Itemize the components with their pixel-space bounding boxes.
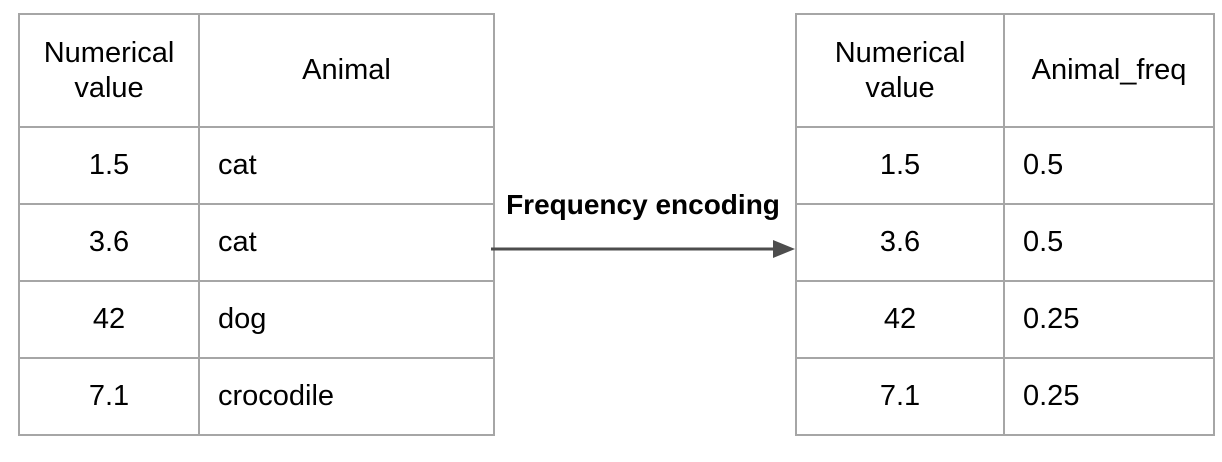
numerical-value-cell: 42 [795, 280, 1005, 359]
table-row: 7.1 crocodile [18, 357, 495, 436]
animal-cell: crocodile [198, 357, 495, 436]
animal-freq-cell: 0.25 [1003, 280, 1215, 359]
numerical-value-cell: 3.6 [795, 203, 1005, 282]
animal-cell: cat [198, 203, 495, 282]
table-row: 7.1 0.25 [795, 357, 1215, 436]
animal-freq-cell: 0.5 [1003, 203, 1215, 282]
numerical-value-cell: 7.1 [795, 357, 1005, 436]
column-header-numerical-value: Numerical value [795, 13, 1005, 128]
animal-freq-cell: 0.5 [1003, 126, 1215, 205]
original-table: Numerical value Animal 1.5 cat 3.6 cat 4… [18, 13, 495, 436]
column-header-numerical-value: Numerical value [18, 13, 200, 128]
table-row: 1.5 0.5 [795, 126, 1215, 205]
column-header-animal: Animal [198, 13, 495, 128]
table-row: 42 0.25 [795, 280, 1215, 359]
animal-freq-cell: 0.25 [1003, 357, 1215, 436]
frequency-encoding-label: Frequency encoding [506, 189, 780, 220]
animal-cell: cat [198, 126, 495, 205]
numerical-value-cell: 42 [18, 280, 200, 359]
table-row: 1.5 cat [18, 126, 495, 205]
table-header-row: Numerical value Animal_freq [795, 13, 1215, 128]
column-header-animal-freq: Animal_freq [1003, 13, 1215, 128]
right-arrow-icon [491, 240, 795, 258]
table-row: 3.6 0.5 [795, 203, 1215, 282]
animal-cell: dog [198, 280, 495, 359]
numerical-value-cell: 7.1 [18, 357, 200, 436]
numerical-value-cell: 1.5 [795, 126, 1005, 205]
table-row: 3.6 cat [18, 203, 495, 282]
encoded-table: Numerical value Animal_freq 1.5 0.5 3.6 … [795, 13, 1215, 436]
table-row: 42 dog [18, 280, 495, 359]
numerical-value-cell: 1.5 [18, 126, 200, 205]
table-header-row: Numerical value Animal [18, 13, 495, 128]
numerical-value-cell: 3.6 [18, 203, 200, 282]
